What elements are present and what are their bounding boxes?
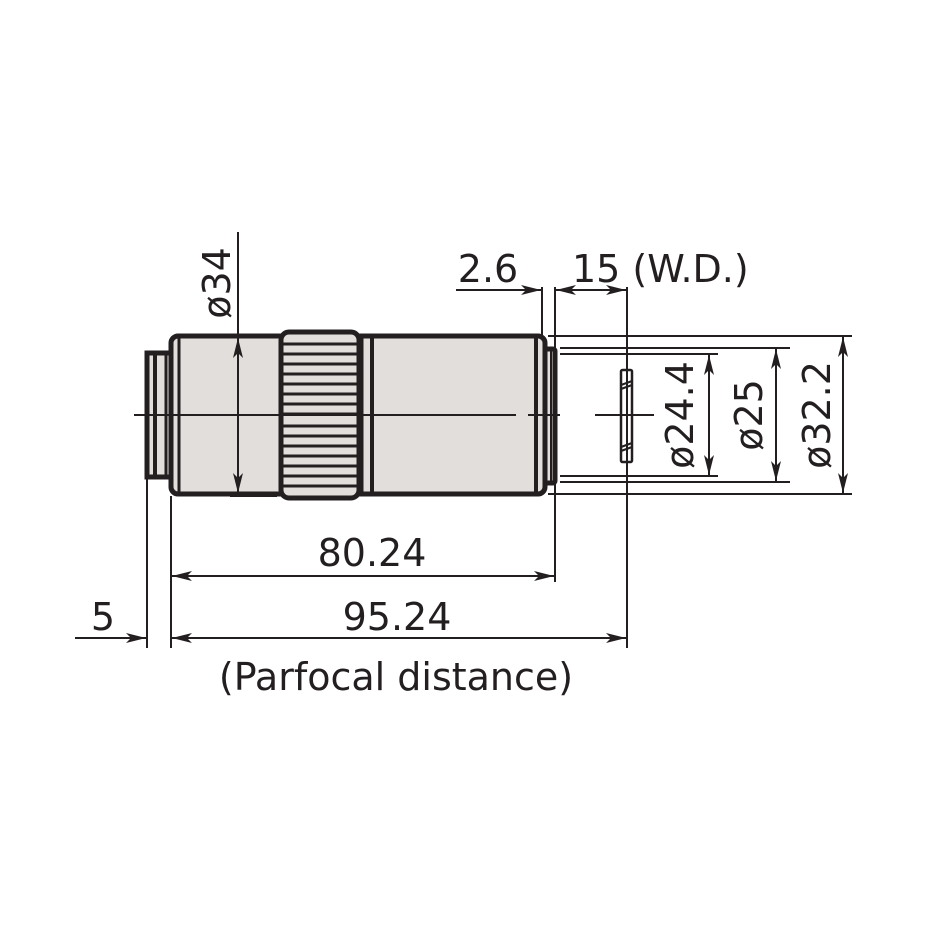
label-front-tip-diameter: ø24.4: [658, 361, 702, 469]
extension-lines: [146, 232, 852, 648]
label-body-length: 80.24: [318, 531, 427, 575]
label-barrel-diameter: ø34: [195, 247, 239, 319]
label-front-offset: 2.6: [458, 247, 518, 291]
label-front-outer-diameter: ø32.2: [795, 361, 839, 469]
label-parfocal-caption: (Parfocal distance): [219, 655, 573, 699]
label-working-distance: 15 (W.D.): [572, 247, 749, 291]
dimension-arrows: [75, 285, 848, 643]
label-thread-length: 5: [91, 595, 115, 639]
label-inner-diameter: ø25: [727, 379, 771, 451]
label-parfocal-distance: 95.24: [343, 595, 452, 639]
